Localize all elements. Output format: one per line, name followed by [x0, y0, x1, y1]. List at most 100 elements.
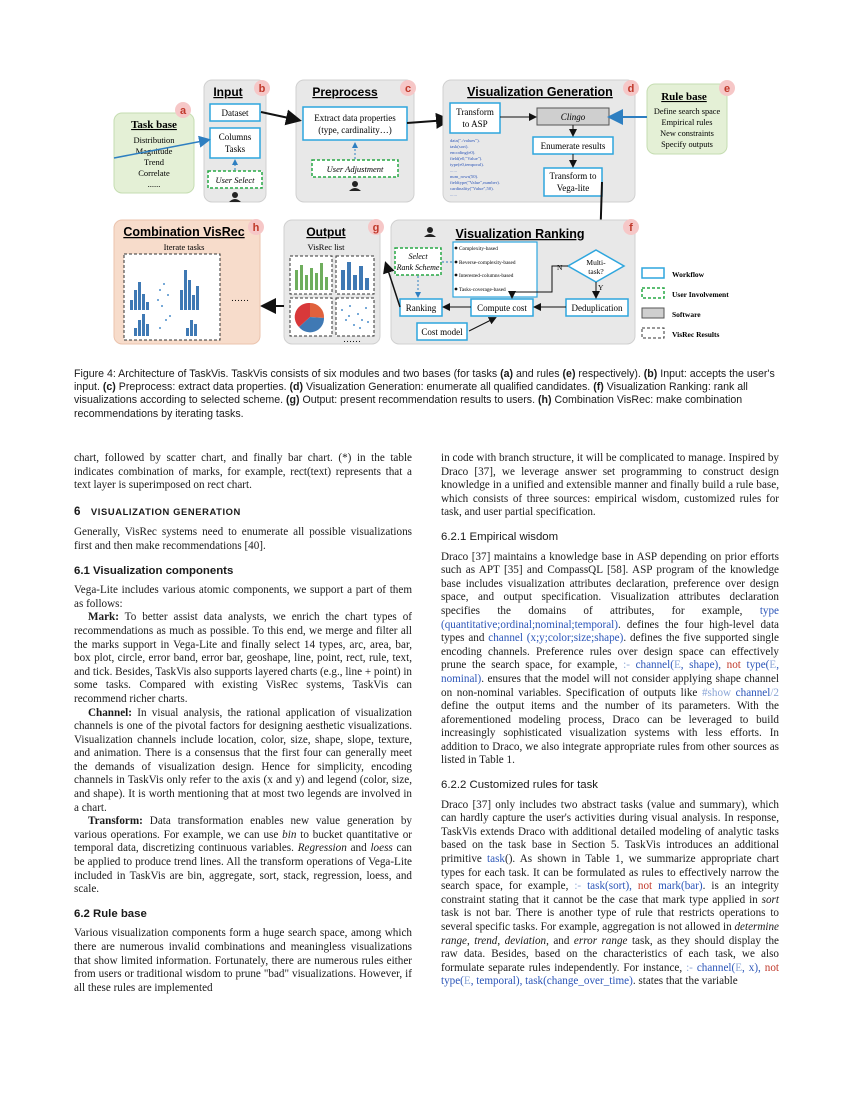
- paragraph-customized: Draco [37] only includes two abstract ta…: [441, 799, 779, 989]
- section-number: 6: [74, 504, 81, 518]
- extract-line1: Extract data properties: [314, 113, 396, 123]
- paragraph-text: ,: [467, 934, 475, 947]
- svg-text:type(e0,temporal).: type(e0,temporal).: [450, 162, 484, 168]
- user-select-label: User Select: [216, 175, 256, 185]
- branch-y: Y: [598, 283, 604, 292]
- paragraph-text: Data transformation enables new value ge…: [74, 815, 412, 841]
- paragraph-text: . ensures that the model will not consid…: [441, 672, 779, 699]
- legend-visrec-results: VisRec Results: [672, 330, 720, 339]
- paragraph-text: . defines the five supported single enco…: [441, 632, 779, 672]
- code-not: not: [764, 961, 780, 974]
- badge-g: g: [373, 222, 380, 234]
- paragraph-text: can be applied to produce trend lines. A…: [74, 842, 412, 896]
- ranking-box: Ranking: [406, 303, 437, 313]
- subsection-heading: 6.1 Visualization components: [74, 564, 234, 577]
- code-keyword: type: [759, 604, 779, 617]
- paragraph-text: task, as they should display the raw dat…: [441, 934, 779, 974]
- code-not: not: [637, 880, 653, 893]
- user-icon: [427, 227, 433, 233]
- svg-text:cardinality("Value",50).: cardinality("Value",50).: [450, 186, 494, 192]
- output-title: Output: [306, 225, 345, 239]
- paragraph-text: . defines the four high-level data types…: [441, 618, 779, 645]
- right-column: in code with branch structure, it will b…: [441, 452, 779, 989]
- code: channel(: [635, 659, 674, 672]
- enumerate-label: Enumerate results: [541, 141, 606, 151]
- svg-text:fieldtype("Value",number).: fieldtype("Value",number).: [450, 180, 500, 186]
- multitask-line2: task?: [588, 267, 604, 276]
- task-base-panel: Task base Distribution Magnitude Trend C…: [113, 112, 195, 194]
- term: sort: [761, 893, 779, 906]
- combination-more: ……: [231, 293, 249, 303]
- badge-d: d: [628, 83, 635, 95]
- transform-asp-line1: Transform: [456, 107, 494, 117]
- paragraph: chart, followed by scatter chart, and fi…: [74, 452, 412, 492]
- rule-item: Specify outputs: [661, 140, 713, 149]
- select-line2: Rank Scheme: [396, 263, 440, 272]
- term: Regression: [297, 842, 347, 855]
- badge-a-label: a: [180, 105, 187, 117]
- badge-b: b: [259, 83, 266, 95]
- code-directive: #show: [701, 686, 732, 699]
- task-base-title: Task base: [131, 119, 177, 131]
- transform-vl-line1: Transform to: [550, 171, 597, 181]
- paragraph-text: . is an integrity constraint stating tha…: [441, 880, 779, 906]
- architecture-diagram: Task base Distribution Magnitude Trend C…: [113, 79, 735, 345]
- section-heading: 6 Visualization Generation: [74, 505, 412, 519]
- rule-base-panel: Rule base Define search space Empirical …: [646, 83, 728, 155]
- badge-a: [175, 102, 191, 118]
- run-in-label: Mark:: [88, 611, 119, 624]
- run-in-label: Channel:: [88, 706, 132, 719]
- legend-user-involvement: User Involvement: [672, 290, 729, 299]
- scheme-item: Complexity-based: [459, 246, 498, 252]
- visgen-title: Visualization Generation: [467, 85, 613, 99]
- paragraph: in code with branch structure, it will b…: [441, 452, 779, 519]
- paragraph-text: . states that the variable: [632, 975, 738, 988]
- code-neck: :-: [574, 880, 582, 893]
- paragraph-empirical: Draco [37] maintains a knowledge base in…: [441, 551, 779, 769]
- task-item: ......: [148, 179, 161, 189]
- svg-text:data("./values").: data("./values").: [450, 138, 480, 143]
- code-keyword: channel: [488, 632, 523, 645]
- scheme-item: Tasks-coverage-based: [459, 287, 506, 293]
- scheme-item: Interested-columns-based: [459, 273, 514, 279]
- task-item: Correlate: [138, 168, 170, 178]
- badge-e: e: [724, 83, 730, 95]
- subsubsection-heading: 6.2.2 Customized rules for task: [441, 779, 599, 792]
- user-icon: [352, 181, 358, 187]
- section-title: Visualization Generation: [90, 505, 241, 517]
- paragraph-transform: Transform: Data transformation enables n…: [74, 815, 412, 897]
- preprocess-panel: Preprocess Extract data properties (type…: [295, 79, 415, 203]
- code: type(: [441, 975, 464, 988]
- rule-item: New constraints: [660, 129, 714, 138]
- paragraph-text: To better assist data analysts, we enric…: [74, 611, 412, 705]
- code: , temporal), task(change_over_time): [470, 975, 633, 988]
- code-neck: :-: [686, 961, 693, 974]
- code: , shape),: [680, 659, 727, 672]
- paragraph-text: and: [346, 842, 371, 855]
- code: mark(bar): [652, 880, 703, 893]
- paragraph-text: In visual analysis, the rational applica…: [74, 706, 412, 814]
- dataset-label: Dataset: [222, 108, 249, 118]
- badge-c: c: [405, 83, 411, 95]
- term: deviation: [504, 934, 547, 947]
- code-var: E: [673, 659, 681, 672]
- figure-legend: Workflow User Involvement Software VisRe…: [641, 267, 729, 339]
- input-title: Input: [213, 85, 242, 99]
- figure-caption: Figure 4: Architecture of TaskVis. TaskV…: [74, 368, 775, 420]
- paragraph-mark: Mark: To better assist data analysts, we…: [74, 611, 412, 706]
- code: , x),: [742, 961, 765, 974]
- subsubsection-heading: 6.2.1 Empirical wisdom: [441, 530, 559, 543]
- rule-base-title: Rule base: [661, 91, 707, 103]
- svg-text:......: ......: [450, 192, 457, 197]
- term: loess: [370, 842, 393, 855]
- code-var: E: [735, 961, 743, 974]
- legend-software: Software: [672, 310, 701, 319]
- paragraph: Generally, VisRec systems need to enumer…: [74, 526, 412, 552]
- paragraph-text: (). As shown in Table 1, we summarize ap…: [441, 853, 779, 893]
- legend-workflow: Workflow: [672, 270, 705, 279]
- code-args: (x;y;color;size;shape): [522, 632, 624, 645]
- subsection-heading: 6.2 Rule base: [74, 907, 147, 920]
- term: error range: [573, 934, 628, 947]
- rule-item: Empirical rules: [662, 118, 713, 127]
- code: channel(: [692, 961, 736, 974]
